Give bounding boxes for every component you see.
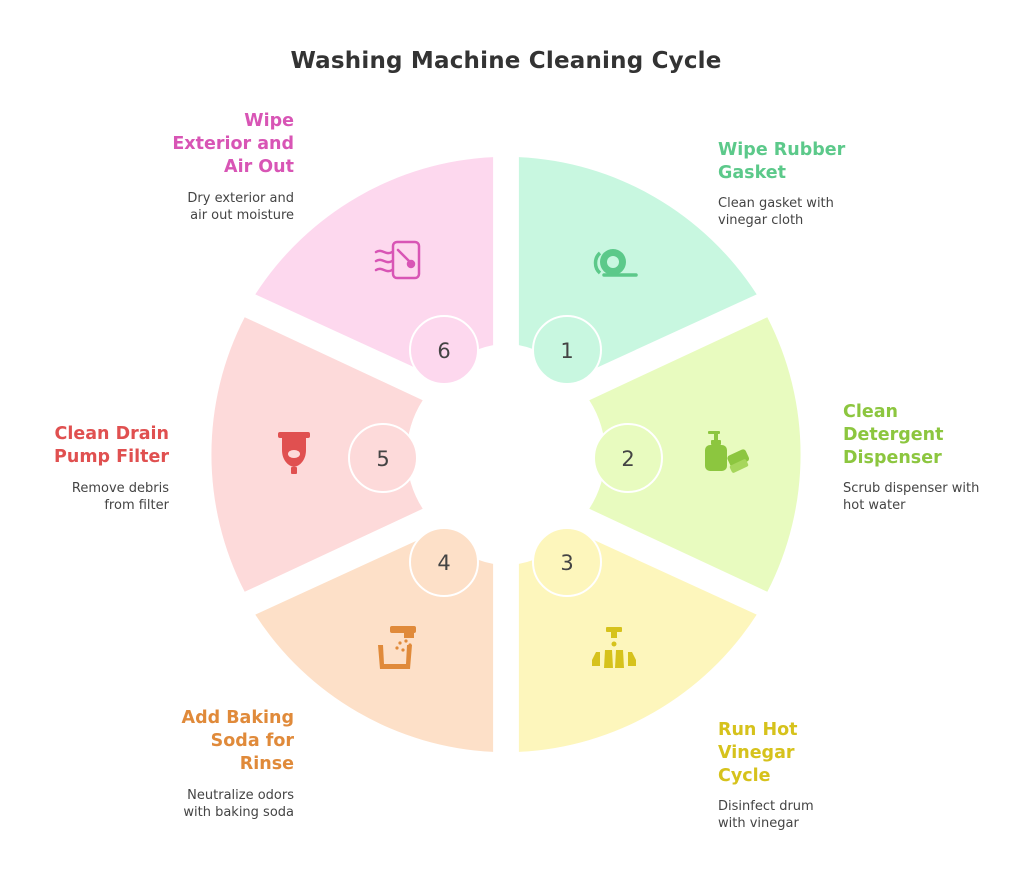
step-number-6: 6 bbox=[409, 315, 479, 385]
svg-text:6: 6 bbox=[437, 339, 450, 363]
step-number-3: 3 bbox=[532, 527, 602, 597]
svg-text:2: 2 bbox=[621, 447, 634, 471]
svg-text:3: 3 bbox=[560, 551, 573, 575]
step-2-desc-line: Scrub dispenser with bbox=[843, 481, 980, 496]
step-6-desc-line: Dry exterior and bbox=[187, 191, 294, 206]
sprinkling-bowl-icon bbox=[378, 626, 416, 669]
step-5-title: Clean Drain Pump Filter bbox=[0, 423, 169, 469]
step-4-desc-line: with baking soda bbox=[183, 805, 294, 820]
step-6-title-line: Air Out bbox=[224, 157, 294, 177]
sector-5 bbox=[211, 317, 423, 592]
step-4-title-line: Rinse bbox=[239, 754, 294, 774]
svg-text:4: 4 bbox=[437, 551, 450, 575]
sector-2 bbox=[589, 317, 801, 592]
step-3-title-line: Run Hot bbox=[718, 720, 798, 740]
step-4-title-line: Add Baking bbox=[181, 708, 294, 728]
step-3-title-line: Vinegar bbox=[718, 743, 795, 763]
tape-roll-icon bbox=[593, 249, 638, 277]
step-5-desc-line: from filter bbox=[104, 498, 169, 513]
step-3-title-line: Cycle bbox=[718, 766, 771, 786]
step-3-desc-line: with vinegar bbox=[718, 816, 799, 831]
soap-dispenser-sponge-icon bbox=[705, 431, 750, 473]
air-drying-icon bbox=[374, 240, 421, 280]
step-number-4: 4 bbox=[409, 527, 479, 597]
step-6-description: Dry exterior and air out moisture bbox=[94, 190, 294, 224]
step-1-description: Clean gasket with vinegar cloth bbox=[718, 195, 918, 229]
dripping-bottles-icon bbox=[592, 627, 636, 668]
step-5-description: Remove debris from filter bbox=[0, 480, 169, 514]
step-4-title-line: Soda for bbox=[210, 731, 294, 751]
step-6-desc-line: air out moisture bbox=[190, 208, 294, 223]
step-2-title-line: Clean bbox=[843, 402, 898, 422]
step-2-title-line: Detergent bbox=[843, 425, 944, 445]
step-6-title-line: Exterior and bbox=[172, 134, 294, 154]
step-3-desc-line: Disinfect drum bbox=[718, 799, 814, 814]
step-2-title: Clean Detergent Dispenser bbox=[843, 401, 1013, 470]
step-6-title-line: Wipe bbox=[244, 111, 294, 131]
drain-filter-icon bbox=[278, 432, 310, 474]
step-1-title: Wipe Rubber Gasket bbox=[718, 139, 908, 185]
svg-text:5: 5 bbox=[376, 447, 389, 471]
step-2-desc-line: hot water bbox=[843, 498, 906, 513]
step-2-description: Scrub dispenser with hot water bbox=[843, 480, 1018, 514]
svg-text:1: 1 bbox=[560, 339, 573, 363]
diagram-title: Washing Machine Cleaning Cycle bbox=[290, 48, 722, 74]
step-2-title-line: Dispenser bbox=[843, 448, 942, 468]
step-5-desc-line: Remove debris bbox=[71, 481, 169, 496]
step-6-title: Wipe Exterior and Air Out bbox=[94, 110, 294, 179]
step-1-desc-line: vinegar cloth bbox=[718, 213, 804, 228]
step-4-desc-line: Neutralize odors bbox=[187, 788, 294, 803]
step-1-title-line: Wipe Rubber bbox=[718, 140, 846, 160]
step-5-title-line: Pump Filter bbox=[54, 447, 169, 467]
step-3-description: Disinfect drum with vinegar bbox=[718, 798, 918, 832]
step-4-description: Neutralize odors with baking soda bbox=[94, 787, 294, 821]
step-number-2: 2 bbox=[593, 423, 663, 493]
step-1-title-line: Gasket bbox=[718, 163, 786, 183]
step-1-desc-line: Clean gasket with bbox=[718, 196, 834, 211]
step-3-title: Run Hot Vinegar Cycle bbox=[718, 719, 908, 788]
step-5-title-line: Clean Drain bbox=[54, 424, 170, 444]
step-number-1: 1 bbox=[532, 315, 602, 385]
step-number-5: 5 bbox=[348, 423, 418, 493]
step-4-title: Add Baking Soda for Rinse bbox=[94, 707, 294, 776]
